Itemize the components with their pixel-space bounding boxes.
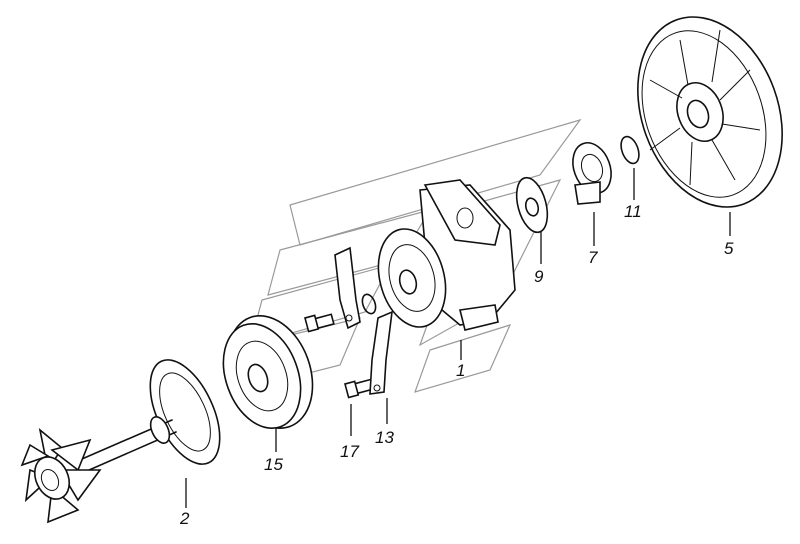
part-9-thrust-washer xyxy=(515,176,549,234)
callout-15: 15 xyxy=(264,455,283,474)
callout-13: 13 xyxy=(375,428,394,447)
callout-5: 5 xyxy=(724,239,734,258)
callout-11: 11 xyxy=(624,202,642,221)
leader-lines xyxy=(185,168,731,508)
callout-17: 17 xyxy=(340,442,359,461)
callout-1: 1 xyxy=(456,361,465,380)
part-5-compressor-cover xyxy=(637,16,783,208)
callout-2: 2 xyxy=(179,509,190,528)
callout-7: 7 xyxy=(588,248,598,267)
part-13-lock-plates xyxy=(334,246,393,395)
part-11-o-ring xyxy=(620,135,640,165)
part-15-seal-plate xyxy=(222,315,314,430)
part-1-bearing-housing xyxy=(377,179,516,331)
callout-labels: 1 2 5 7 9 11 13 15 17 xyxy=(179,202,734,528)
callout-9: 9 xyxy=(534,267,544,286)
part-17-bolts xyxy=(304,313,375,399)
part-7-flinger-sleeve xyxy=(572,142,612,205)
part-2-turbine-wheel-shaft xyxy=(20,359,221,524)
